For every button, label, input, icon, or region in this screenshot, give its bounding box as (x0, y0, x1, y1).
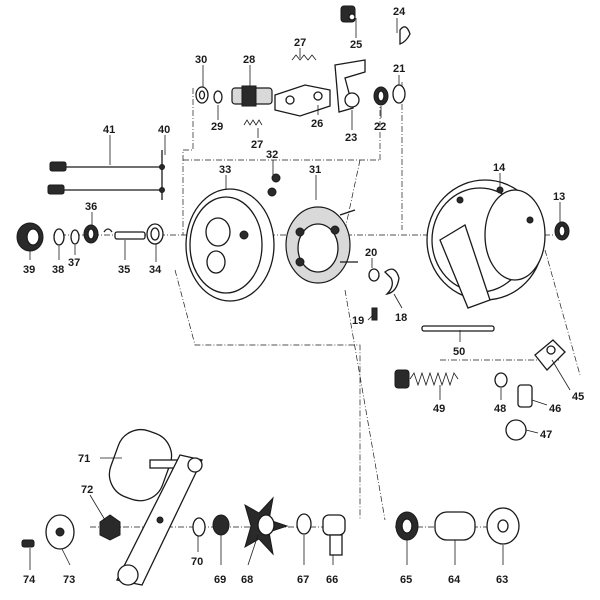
label-50: 50 (453, 346, 465, 358)
part-37-washer (70, 229, 80, 245)
label-41: 41 (103, 124, 115, 136)
part-22-bearing (373, 86, 389, 106)
label-23: 23 (345, 132, 357, 144)
label-32: 32 (266, 149, 278, 161)
label-46: 46 (549, 403, 561, 415)
label-18: 18 (395, 312, 407, 324)
part-handle-arm (116, 454, 203, 586)
label-33: 33 (219, 164, 231, 176)
label-27-lower: 27 (251, 139, 263, 151)
part-25-clip (340, 5, 356, 23)
part-70-washer (192, 517, 206, 537)
label-63: 63 (496, 574, 508, 586)
label-73: 73 (63, 574, 75, 586)
part-35-shaft (103, 228, 146, 240)
label-28: 28 (243, 54, 255, 66)
part-27-spring-lower (243, 119, 263, 126)
part-21-ring (392, 84, 406, 104)
part-13-bearing (554, 221, 570, 241)
label-68: 68 (241, 574, 253, 586)
part-29-washer (213, 90, 223, 104)
part-39-knob (16, 222, 44, 252)
part-49-worm (394, 369, 459, 389)
label-70: 70 (191, 556, 203, 568)
label-36: 36 (85, 201, 97, 213)
part-18-clip (384, 268, 400, 296)
label-25: 25 (350, 39, 362, 51)
part-50-rod (421, 325, 495, 332)
part-68-star-drag (244, 496, 289, 556)
label-21: 21 (393, 63, 405, 75)
part-66-spacer (322, 514, 346, 556)
label-35: 35 (118, 264, 130, 276)
label-47: 47 (540, 429, 552, 441)
part-14-frame (426, 179, 546, 309)
part-38-washer (53, 228, 65, 246)
label-26: 26 (311, 118, 323, 130)
label-29: 29 (211, 121, 223, 133)
label-38: 38 (52, 264, 64, 276)
label-14: 14 (493, 162, 506, 174)
label-37: 37 (68, 257, 80, 269)
part-48-washer (494, 372, 508, 388)
part-31-frame (285, 206, 358, 284)
label-34: 34 (149, 264, 162, 276)
label-49: 49 (433, 403, 445, 415)
part-27-spring-upper (291, 54, 317, 61)
part-67-washer (296, 513, 312, 535)
part-64-bushing (434, 511, 476, 541)
part-40-pin (159, 150, 165, 200)
leader-lines (29, 18, 571, 570)
part-46-pawl (517, 384, 533, 408)
label-72: 72 (81, 484, 93, 496)
label-20: 20 (365, 247, 377, 259)
label-19: 19 (352, 315, 364, 327)
label-40: 40 (158, 124, 170, 136)
label-64: 64 (448, 574, 461, 586)
part-34-bushing (146, 223, 164, 245)
label-65: 65 (400, 574, 412, 586)
part-20-washer (368, 268, 380, 282)
part-23-lever (334, 59, 366, 113)
part-26-yoke (274, 84, 331, 117)
part-36-ring (83, 224, 99, 244)
label-39: 39 (23, 264, 35, 276)
part-30-washer (195, 86, 209, 104)
label-66: 66 (326, 574, 338, 586)
part-41-rods (47, 161, 162, 195)
label-69: 69 (214, 574, 226, 586)
part-32-screws (267, 173, 281, 197)
part-74-screw (21, 539, 35, 548)
part-69-nut (212, 514, 230, 536)
part-45-guide (534, 339, 566, 371)
part-73-plate (45, 514, 75, 550)
label-48: 48 (494, 403, 506, 415)
part-71-knob (108, 428, 191, 502)
label-71: 71 (78, 453, 90, 465)
label-27-upper: 27 (294, 37, 306, 49)
part-labels: 24 25 27 30 28 21 29 26 22 23 27 41 40 3… (23, 6, 584, 586)
part-28-pinion (231, 85, 273, 107)
part-24-spring (399, 26, 411, 45)
part-19-screw (371, 307, 378, 321)
label-67: 67 (297, 574, 309, 586)
label-22: 22 (374, 121, 386, 133)
label-45: 45 (572, 391, 584, 403)
part-63-washer (486, 507, 520, 545)
part-33-sideplate (185, 188, 275, 302)
label-74: 74 (23, 574, 36, 586)
label-24: 24 (393, 6, 406, 18)
label-31: 31 (309, 164, 321, 176)
part-47-cap (505, 419, 527, 441)
label-30: 30 (195, 54, 207, 66)
part-65-gear (395, 511, 419, 541)
label-13: 13 (553, 191, 565, 203)
part-72-nut (99, 514, 121, 541)
